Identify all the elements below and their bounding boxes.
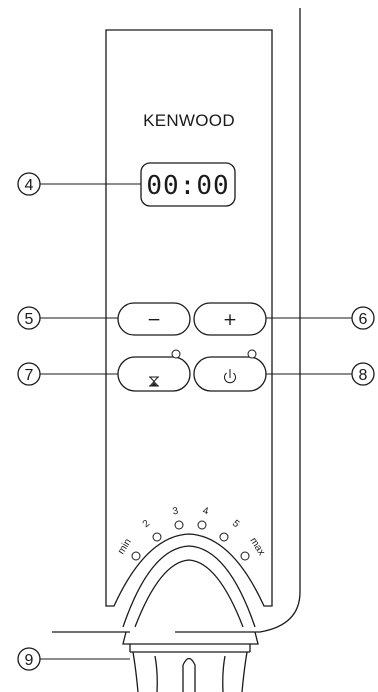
speed-led-5 — [219, 532, 229, 542]
speed-label-min: min — [116, 537, 134, 557]
callout-9: 9 — [17, 647, 41, 671]
speed-label-max: max — [247, 536, 266, 558]
minus-glyph: − — [147, 310, 161, 330]
power-icon — [224, 369, 236, 384]
callout-7: 7 — [17, 362, 41, 386]
speed-led-2 — [152, 532, 162, 542]
speed-led-3 — [174, 520, 184, 530]
power-led — [247, 349, 257, 359]
timer-button[interactable] — [117, 349, 191, 392]
speed-dial-outer — [122, 545, 256, 628]
plus-button[interactable]: + — [193, 302, 267, 336]
callout-8: 8 — [351, 362, 375, 386]
speed-led-min — [131, 551, 141, 561]
drive-coupling — [122, 631, 259, 692]
power-button[interactable] — [193, 349, 267, 392]
svg-text:6: 6 — [359, 311, 368, 328]
timer-led — [171, 349, 181, 359]
speed-label-3: 3 — [172, 506, 180, 518]
svg-text:8: 8 — [359, 367, 368, 384]
callout-4: 4 — [17, 172, 41, 196]
callout-6: 6 — [351, 306, 375, 330]
callout-5: 5 — [17, 306, 41, 330]
brand-logo: KENWOOD — [143, 111, 235, 130]
speed-led-max — [240, 551, 250, 561]
control-panel — [105, 29, 273, 607]
speed-dial-inner — [134, 559, 244, 628]
svg-text:9: 9 — [25, 652, 34, 669]
timer-display-value: 00:00 — [146, 171, 229, 201]
minus-button[interactable]: − — [117, 302, 191, 336]
svg-text:5: 5 — [25, 311, 34, 328]
speed-label-5: 5 — [230, 518, 242, 530]
speed-label-4: 4 — [202, 506, 210, 518]
speed-led-4 — [197, 520, 207, 530]
hourglass-icon — [148, 376, 160, 387]
plus-glyph: + — [223, 310, 237, 330]
svg-text:4: 4 — [25, 177, 34, 194]
appliance-body-outline — [175, 8, 301, 633]
svg-text:7: 7 — [25, 367, 34, 384]
speed-label-2: 2 — [141, 518, 153, 530]
